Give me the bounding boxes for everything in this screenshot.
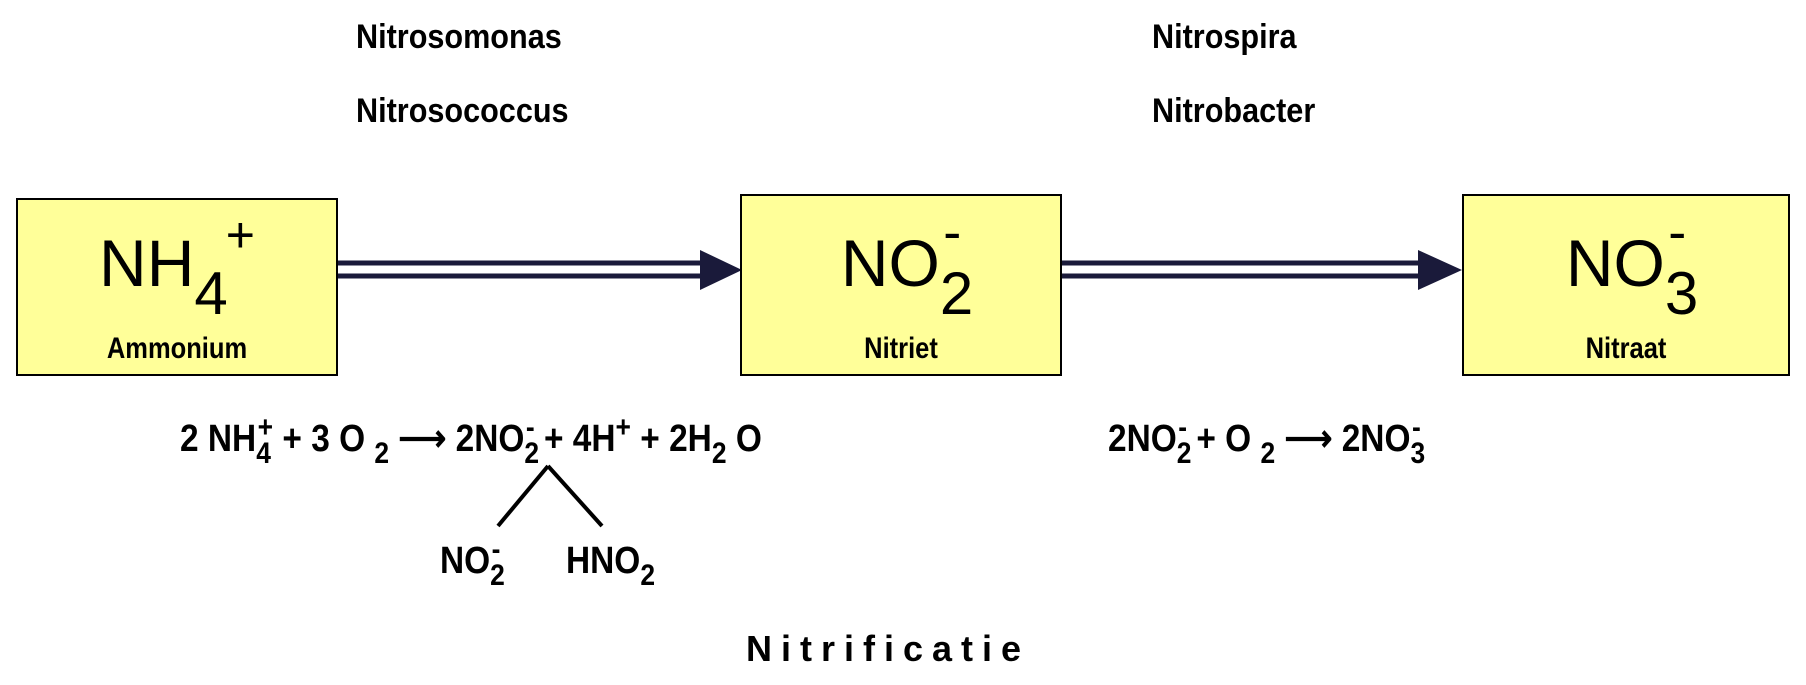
label-ammonium: Ammonium [106, 332, 248, 365]
arrow-nitrite-to-nitrate [1062, 250, 1462, 290]
product-nitrite-ion: NO2- [440, 533, 505, 592]
label-nitraat: Nitraat [1585, 332, 1667, 365]
bacteria-label-nitrosococcus: Nitrosococcus [356, 92, 569, 130]
bacteria-label-nitrospira: Nitrospira [1152, 18, 1297, 56]
arrow-ammonium-to-nitrite [338, 250, 742, 290]
box-ammonium: NH4+ Ammonium [16, 198, 338, 376]
box-nitriet: NO2- Nitriet [740, 194, 1062, 376]
formula-nitriet: NO2- [840, 202, 974, 327]
formula-ammonium: NH4+ [99, 207, 255, 327]
equation-ammonium-oxidation: 2 NH4+ + 3 O 2 ⟶ 2NO2- + 4H+ + 2H2 O [180, 411, 762, 470]
box-nitraat: NO3- Nitraat [1462, 194, 1790, 376]
bacteria-label-nitrosomonas: Nitrosomonas [356, 18, 562, 56]
formula-nitraat: NO3- [1565, 202, 1699, 327]
product-nitrous-acid: HNO2 [566, 540, 656, 592]
equation-nitrite-oxidation: 2NO2- + O 2 ⟶ 2NO3- [1108, 411, 1426, 470]
diagram-title: Nitrificatie [746, 628, 1031, 669]
split-lines [496, 464, 604, 528]
bacteria-label-nitrobacter: Nitrobacter [1152, 92, 1316, 130]
label-nitriet: Nitriet [864, 332, 938, 365]
